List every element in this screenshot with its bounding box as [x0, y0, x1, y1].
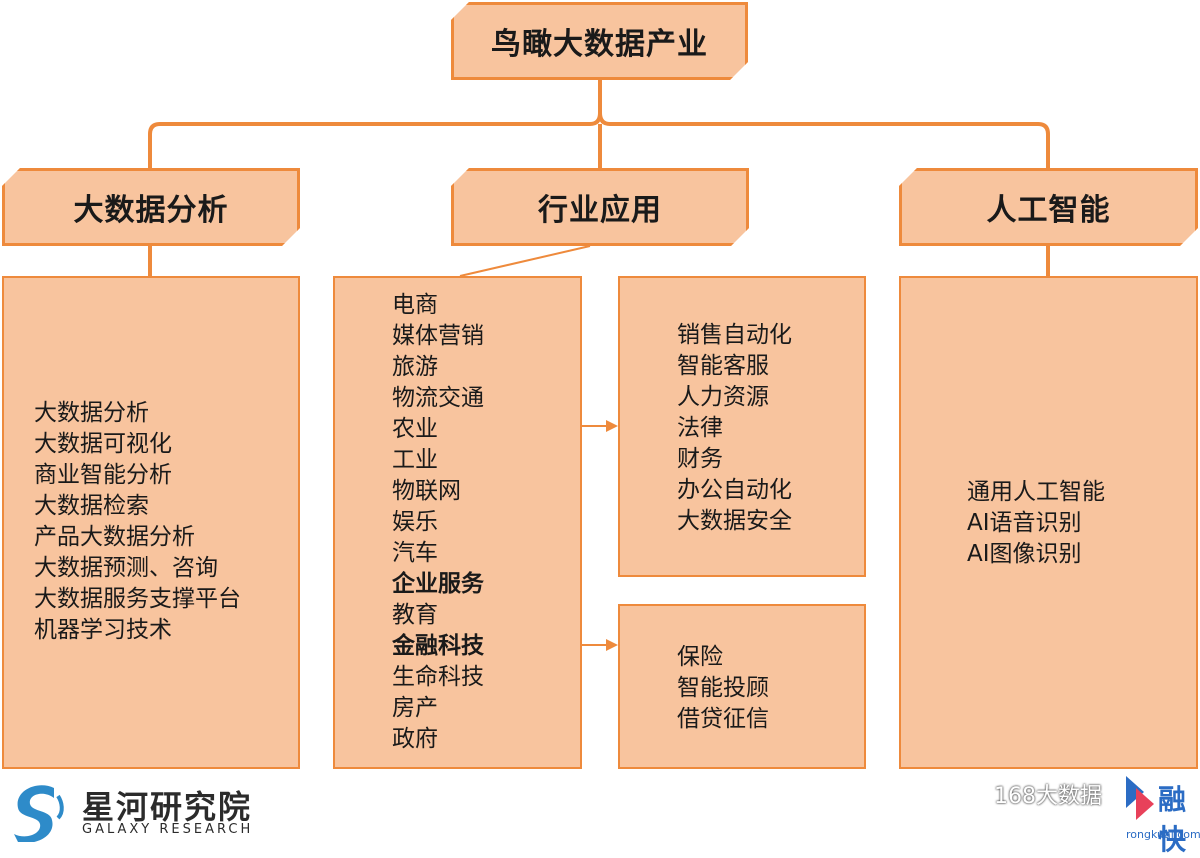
- list-item: 房产: [392, 695, 438, 721]
- list-item: 大数据分析: [34, 400, 149, 426]
- list-item: 商业智能分析: [34, 462, 172, 488]
- brand-right-url: rongkuai.com: [1126, 828, 1200, 841]
- watermark: 168大数据: [960, 778, 1102, 810]
- list-item: 旅游: [392, 354, 438, 380]
- list-item: 政府: [392, 726, 438, 752]
- category-header-ai: 人工智能: [899, 168, 1198, 246]
- list-item: AI图像识别: [967, 541, 1082, 567]
- list-item: 通用人工智能: [967, 479, 1105, 505]
- industry-panel: 电商 媒体营销 旅游 物流交通 农业 工业 物联网 娱乐 汽车 企业服务 教育 …: [333, 276, 582, 769]
- list-item: 人力资源: [677, 384, 769, 410]
- list-item: 大数据检索: [34, 493, 149, 519]
- brand-right-name: 融快: [1158, 783, 1187, 856]
- list-item: 农业: [392, 416, 438, 442]
- rongkuai-logo: 融快 rongkuai.com: [1122, 772, 1200, 856]
- category-title-analytics: 大数据分析: [73, 193, 229, 228]
- fintech-list: 保险 智能投顾 借贷征信: [677, 642, 769, 735]
- list-item: 物联网: [392, 478, 461, 504]
- category-title-ai: 人工智能: [986, 193, 1111, 228]
- ai-list: 通用人工智能 AI语音识别 AI图像识别: [967, 477, 1105, 570]
- list-item: 大数据预测、咨询: [34, 555, 218, 581]
- list-item: 工业: [392, 447, 438, 473]
- list-item: 机器学习技术: [34, 617, 172, 643]
- list-item: AI语音识别: [967, 510, 1082, 536]
- analytics-panel: 大数据分析 大数据可视化 商业智能分析 大数据检索 产品大数据分析 大数据预测、…: [2, 276, 300, 769]
- list-item: 财务: [677, 446, 723, 472]
- root-node: 鸟瞰大数据产业: [451, 2, 748, 80]
- list-item: 法律: [677, 415, 723, 441]
- galaxy-research-logo: 星河研究院 GALAXY RESEARCH: [8, 780, 298, 842]
- list-item: 智能投顾: [677, 675, 769, 701]
- root-title: 鸟瞰大数据产业: [491, 27, 708, 62]
- enterprise-services-list: 销售自动化 智能客服 人力资源 法律 财务 办公自动化 大数据安全: [677, 320, 792, 537]
- list-item: 借贷征信: [677, 706, 769, 732]
- list-item: 娱乐: [392, 509, 438, 535]
- analytics-list: 大数据分析 大数据可视化 商业智能分析 大数据检索 产品大数据分析 大数据预测、…: [34, 398, 241, 646]
- category-title-industry: 行业应用: [538, 193, 662, 228]
- list-item-fintech: 金融科技: [392, 633, 484, 659]
- list-item: 教育: [392, 602, 438, 628]
- list-item: 保险: [677, 644, 723, 670]
- list-item: 产品大数据分析: [34, 524, 195, 550]
- watermark-text: 168大数据: [994, 784, 1102, 809]
- rongkuai-logo-icon: [1126, 776, 1154, 820]
- enterprise-services-panel: 销售自动化 智能客服 人力资源 法律 财务 办公自动化 大数据安全: [618, 276, 866, 577]
- list-item: 物流交通: [392, 385, 484, 411]
- category-header-industry: 行业应用: [451, 168, 749, 246]
- ai-panel: 通用人工智能 AI语音识别 AI图像识别: [899, 276, 1198, 769]
- list-item-enterprise-services: 企业服务: [392, 571, 484, 597]
- list-item: 电商: [392, 292, 438, 318]
- list-item: 办公自动化: [677, 477, 792, 503]
- galaxy-logo-icon: [14, 785, 64, 842]
- industry-list: 电商 媒体营销 旅游 物流交通 农业 工业 物联网 娱乐 汽车 企业服务 教育 …: [392, 290, 484, 755]
- list-item: 生命科技: [392, 664, 484, 690]
- list-item: 智能客服: [677, 353, 769, 379]
- list-item: 大数据可视化: [34, 431, 172, 457]
- list-item: 大数据服务支撑平台: [34, 586, 241, 612]
- list-item: 销售自动化: [677, 322, 792, 348]
- fintech-panel: 保险 智能投顾 借贷征信: [618, 604, 866, 769]
- brand-left-subtitle: GALAXY RESEARCH: [82, 822, 254, 837]
- category-header-analytics: 大数据分析: [2, 168, 300, 246]
- list-item: 大数据安全: [677, 508, 792, 534]
- list-item: 媒体营销: [392, 323, 484, 349]
- list-item: 汽车: [392, 540, 438, 566]
- wechat-icon: [960, 786, 988, 807]
- brand-left-name: 星河研究院: [82, 788, 253, 826]
